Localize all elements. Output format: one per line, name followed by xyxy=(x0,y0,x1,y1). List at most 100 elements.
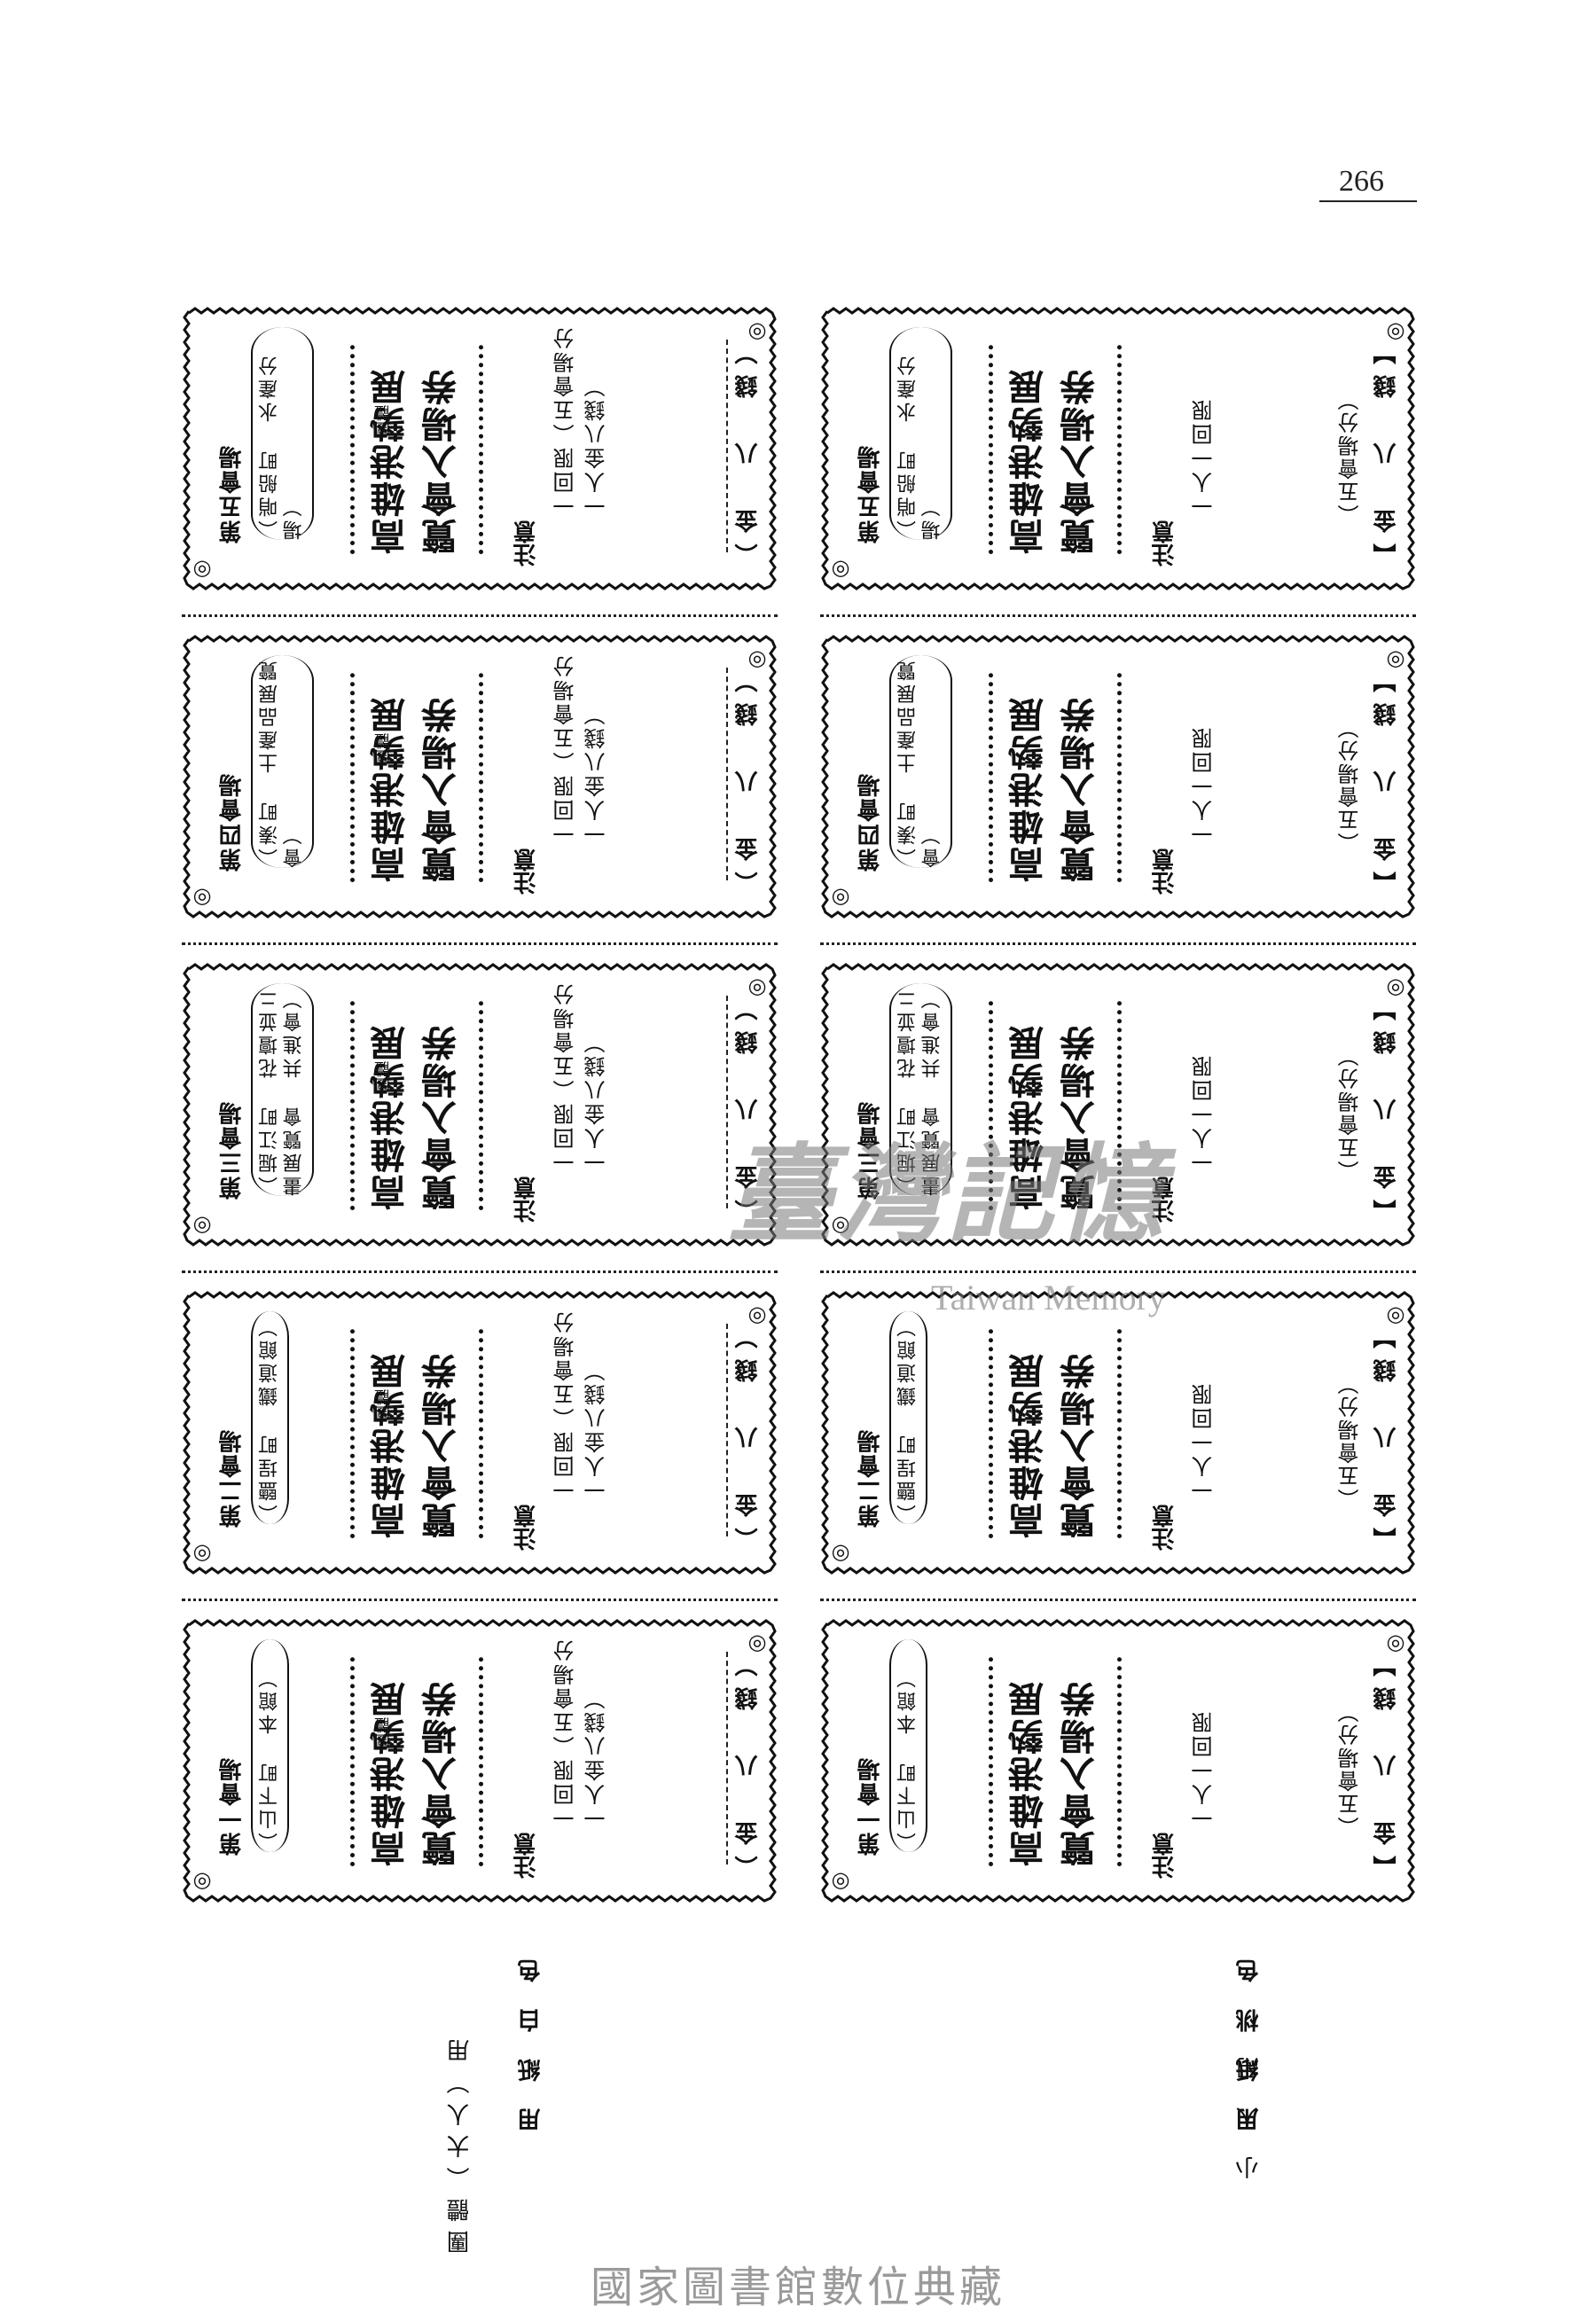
note-text: 一回限（五會場分一人金八錢） xyxy=(553,981,609,1173)
wavy-border xyxy=(821,1291,1415,1575)
group-marker: 團體 xyxy=(374,733,393,765)
perforation-line xyxy=(726,340,728,552)
venue-label: 第五會場 xyxy=(219,444,246,543)
note-text: 一人一回限 xyxy=(1192,1709,1217,1829)
ticket-group: ◎◎第一會場（山下町 本館）高雄港勢展覽會入場券團體注意一回限（五會場分一人金八… xyxy=(182,1618,778,1904)
paper-label-group: 用紙白色 xyxy=(518,1933,544,2131)
wavy-border xyxy=(183,963,777,1247)
price-label: （金 八 錢） xyxy=(735,659,762,895)
venue-label: 第二會場 xyxy=(857,1428,884,1528)
note-text: 一人一回限 xyxy=(1192,725,1217,845)
ticket-content: 第五會場（哨船町 水產分場）高雄港勢展覽會入場券注意一人一回限（五會場分）【金 … xyxy=(838,318,1400,579)
spiral-ornament-icon: ◎ xyxy=(831,1211,850,1236)
ticket-content: 第五會場（哨船町 水產分場）高雄港勢展覽會入場券團體注意一回限（五會場分一人金八… xyxy=(200,318,762,579)
ticket-title: 高雄港勢展覽會入場券 xyxy=(350,1657,483,1866)
ticket-content: 第四會場（湊町 土產品展覽會）高雄港勢展覽會入場券注意一人一回限（五會場分）【金… xyxy=(838,646,1400,907)
spiral-ornament-icon: ◎ xyxy=(831,555,850,580)
spiral-ornament-icon: ◎ xyxy=(1386,1302,1405,1326)
perforation-line xyxy=(726,1652,728,1864)
venue-place: （哨船町 水產分場） xyxy=(889,327,952,540)
venue-place: （湊町 土產品展覽會） xyxy=(889,655,952,868)
note-label: 注意 xyxy=(513,848,540,895)
wavy-border xyxy=(183,307,777,590)
ticket-title: 高雄港勢展覽會入場券 xyxy=(350,1329,483,1538)
cut-line xyxy=(820,1270,1416,1273)
ticket-group: ◎ ◎第五會場（哨船町 水產分場）高雄港勢展覽會入場券團體注意一回限（五會場分一人… xyxy=(182,306,778,591)
spiral-ornament-icon: ◎ xyxy=(192,1211,212,1236)
wavy-border xyxy=(183,1619,777,1903)
perforation-line xyxy=(726,668,728,880)
spiral-ornament-icon: ◎ xyxy=(831,883,850,908)
ticket-child: ◎◎第一會場（山下町 本館）高雄港勢展覽會入場券注意一人一回限（五會場分）【金 … xyxy=(820,1618,1416,1904)
spiral-ornament-icon: ◎ xyxy=(747,317,767,342)
note-text: 一回限（五會場分一人金八錢） xyxy=(553,1309,609,1501)
price-label: 【金 八 錢】 xyxy=(1373,331,1400,567)
perforation-line xyxy=(726,1324,728,1536)
venue-place: （鹽埕町 鐵道館） xyxy=(889,1311,928,1524)
ticket-group: ◎◎第二會場（鹽埕町 鐵道館）高雄港勢展覽會入場券團體注意一回限（五會場分一人金… xyxy=(182,1290,778,1575)
wavy-border xyxy=(183,1291,777,1575)
ticket-content: 第二會場（鹽埕町 鐵道館）高雄港勢展覽會入場券注意一人一回限（五會場分）【金 八… xyxy=(838,1302,1400,1563)
spiral-ornament-icon: ◎ xyxy=(747,1630,767,1654)
spiral-ornament-icon: ◎ xyxy=(192,1867,212,1892)
note-text: 一回限（五會場分一人金八錢） xyxy=(553,653,609,845)
spiral-ornament-icon: ◎ xyxy=(747,1302,767,1326)
note-text: 一回限（五會場分一人金八錢） xyxy=(553,325,609,517)
watermark-logo: 臺灣記憶 xyxy=(727,1132,1167,1257)
footer-credit: 國家圖書館數位典藏 xyxy=(590,2263,1005,2312)
usage-label-child: 小人用 xyxy=(1236,2030,1263,2179)
wavy-border xyxy=(821,1619,1415,1903)
note-text: 一人一回限 xyxy=(1192,397,1217,517)
spiral-ornament-icon: ◎ xyxy=(192,1539,212,1564)
ticket-content: 第二會場（鹽埕町 鐵道館）高雄港勢展覽會入場券團體注意一回限（五會場分一人金八錢… xyxy=(200,1302,762,1563)
cut-line xyxy=(182,942,778,945)
venue-label: 第三會場 xyxy=(219,1100,246,1200)
venue-label: 第一會場 xyxy=(857,1756,884,1856)
price-label: 【金 八 錢】 xyxy=(1373,987,1400,1223)
ticket-title: 高雄港勢展覽會入場券 xyxy=(989,1329,1122,1538)
venue-place: （哨船町 水產分場） xyxy=(251,327,314,540)
group-marker: 團體 xyxy=(374,1061,393,1093)
venue-place: （鹽埕町 鐵道館） xyxy=(251,1311,290,1524)
note-text: 一人一回限 xyxy=(1192,1381,1217,1501)
spiral-ornament-icon: ◎ xyxy=(1386,317,1405,342)
price-venue-count: （五會場分） xyxy=(1338,715,1363,854)
spiral-ornament-icon: ◎ xyxy=(192,883,212,908)
wavy-border xyxy=(183,635,777,919)
venue-label: 第四會場 xyxy=(219,772,246,872)
venue-label: 第一會場 xyxy=(219,1756,246,1856)
note-label: 注意 xyxy=(1152,1505,1178,1551)
page-number: 266 xyxy=(1339,165,1384,198)
cut-line xyxy=(182,1270,778,1273)
venue-place: （山下町 本館） xyxy=(889,1639,928,1852)
venue-place: （山下町 本館） xyxy=(251,1639,290,1852)
price-label: 【金 八 錢】 xyxy=(1373,1315,1400,1551)
ticket-title: 高雄港勢展覽會入場券 xyxy=(989,673,1122,882)
ticket-title: 高雄港勢展覽會入場券 xyxy=(989,1657,1122,1866)
venue-label: 第二會場 xyxy=(219,1428,246,1528)
cut-line xyxy=(182,614,778,617)
ticket-child: ◎ ◎第五會場（哨船町 水產分場）高雄港勢展覽會入場券注意一人一回限（五會場分）【… xyxy=(820,306,1416,591)
spiral-ornament-icon: ◎ xyxy=(1386,1630,1405,1654)
spiral-ornament-icon: ◎ xyxy=(831,1539,850,1564)
price-venue-count: （五會場分） xyxy=(1338,1044,1363,1182)
price-label: （金 八 錢） xyxy=(735,1315,762,1551)
venue-label: 第五會場 xyxy=(857,444,884,543)
ticket-content: 第一會場（山下町 本館）高雄港勢展覽會入場券注意一人一回限（五會場分）【金 八 … xyxy=(838,1630,1400,1891)
watermark-subtitle: Taiwan Memory xyxy=(931,1278,1166,1317)
ticket-child: ◎◎第四會場（湊町 土產品展覽會）高雄港勢展覽會入場券注意一人一回限（五會場分）… xyxy=(820,634,1416,919)
price-label: 【金 八 錢】 xyxy=(1373,1643,1400,1879)
price-label: （金 八 錢） xyxy=(735,331,762,567)
cut-line xyxy=(820,942,1416,945)
venue-place: （堀江町 花壇並ニ畫展覽會 共進會） xyxy=(251,983,314,1196)
price-label: （金 八 錢） xyxy=(735,1643,762,1879)
spiral-ornament-icon: ◎ xyxy=(192,555,212,580)
group-marker: 團體 xyxy=(374,1389,393,1421)
group-marker: 團體 xyxy=(374,405,393,437)
note-text: 一回限（五會場分一人金八錢） xyxy=(553,1638,609,1829)
ticket-title: 高雄港勢展覽會入場券 xyxy=(350,673,483,882)
ticket-group: ◎◎第三會場（堀江町 花壇並ニ畫展覽會 共進會）高雄港勢展覽會入場券團體注意一回… xyxy=(182,962,778,1247)
price-venue-count: （五會場分） xyxy=(1338,1700,1363,1838)
spiral-ornament-icon: ◎ xyxy=(747,973,767,998)
spiral-ornament-icon: ◎ xyxy=(747,645,767,670)
